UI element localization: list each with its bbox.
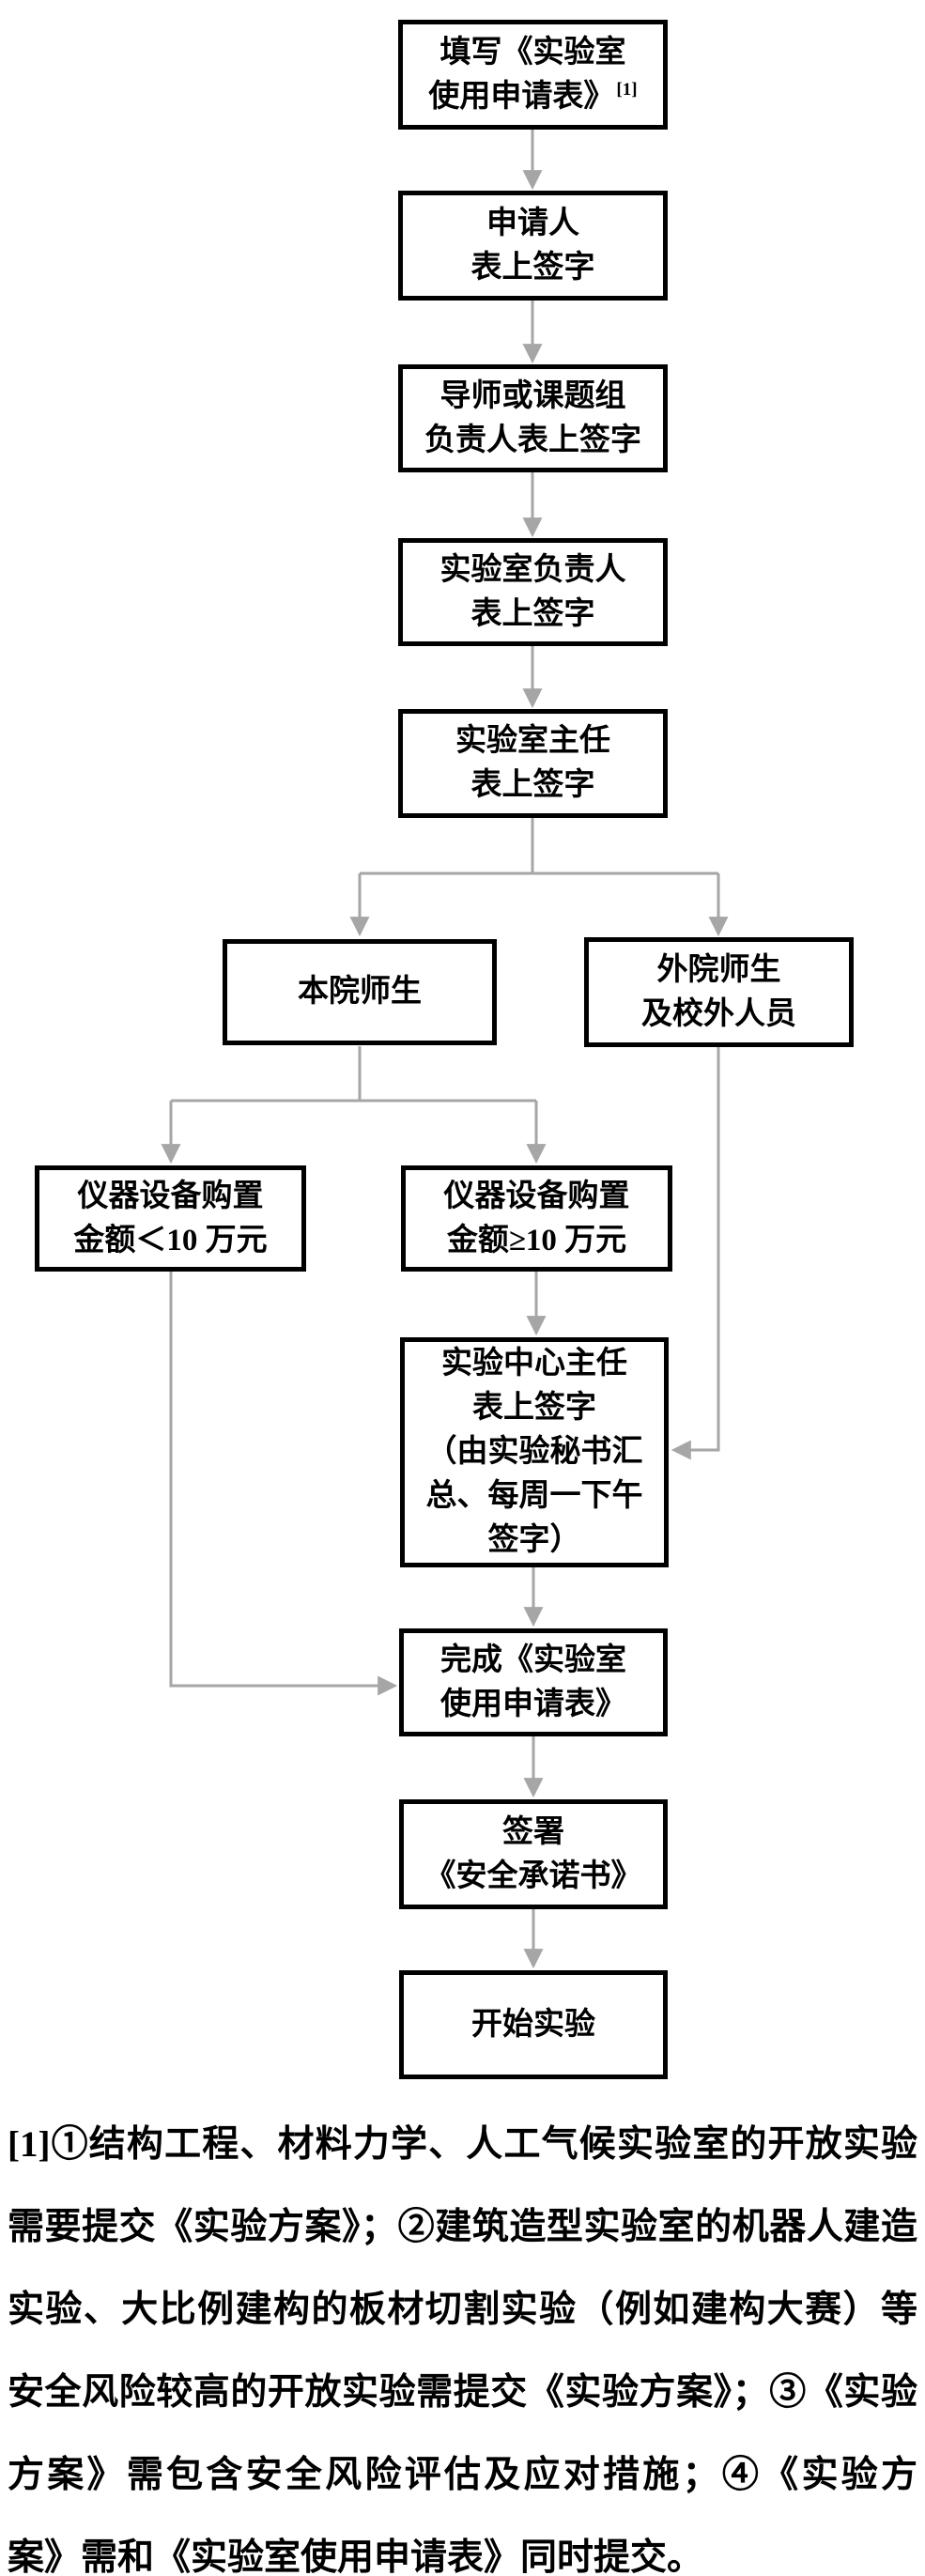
node-sign-safety-pledge: 签署 《安全承诺书》 [399,1799,668,1909]
node-internal-members: 本院师生 [223,939,497,1045]
node-label: 实验室负责人 表上签字 [439,552,626,631]
footnote: [1]①结构工程、材料力学、人工气候实验室的开放实验 需要提交《实验方案》；②建… [8,2104,917,2576]
node-fill-application-form: 填写《实验室 使用申请表》[1] [398,20,668,130]
node-text-line2: 使用申请表》 [428,79,615,114]
node-label: 实验中心主任 表上签字 （由实验秘书汇 总、每周一下午 签字） [425,1347,643,1557]
node-applicant-sign: 申请人 表上签字 [398,191,668,301]
node-label: 签署 《安全承诺书》 [424,1814,642,1893]
node-supervisor-sign: 导师或课题组 负责人表上签字 [398,364,668,472]
footnote-line: 需要提交《实验方案》；②建筑造型实验室的机器人建造 [8,2207,917,2247]
node-label: 导师或课题组 负责人表上签字 [424,378,641,457]
node-label: 仪器设备购置 金额＜10 万元 [73,1179,268,1257]
node-label: 完成《实验室 使用申请表》 [440,1643,626,1721]
node-label: 申请人 表上签字 [470,206,595,285]
node-label: 开始实验 [471,2007,595,2042]
node-label: 实验室主任 表上签字 [455,724,610,802]
node-equipment-over-100k: 仪器设备购置 金额≥10 万元 [401,1165,672,1272]
footnote-marker: [1] [616,79,638,100]
node-center-director-sign: 实验中心主任 表上签字 （由实验秘书汇 总、每周一下午 签字） [400,1337,669,1567]
node-label: 仪器设备购置 金额≥10 万元 [443,1179,630,1257]
node-text-line1: 填写《实验室 [439,35,626,69]
node-label: 外院师生 及校外人员 [641,952,796,1031]
footnote-line: 实验、大比例建构的板材切割实验（例如建构大赛）等 [8,2290,917,2330]
node-lab-manager-sign: 实验室负责人 表上签字 [398,538,668,646]
node-start-experiment: 开始实验 [399,1970,668,2079]
node-label: 本院师生 [298,975,422,1010]
footnote-line: 方案》需包含安全风险评估及应对措施；④《实验方 [8,2455,917,2495]
node-equipment-under-100k: 仪器设备购置 金额＜10 万元 [35,1165,306,1272]
node-label: 填写《实验室 使用申请表》[1] [403,31,663,119]
footnote-line: 案》需和《实验室使用申请表》同时提交。 [8,2537,704,2576]
footnote-line: [1]①结构工程、材料力学、人工气候实验室的开放实验 [8,2124,917,2165]
node-lab-director-sign: 实验室主任 表上签字 [398,709,668,818]
footnote-line: 安全风险较高的开放实验需提交《实验方案》；③《实验 [8,2372,917,2413]
node-complete-form: 完成《实验室 使用申请表》 [399,1628,668,1736]
node-external-members: 外院师生 及校外人员 [584,937,854,1047]
